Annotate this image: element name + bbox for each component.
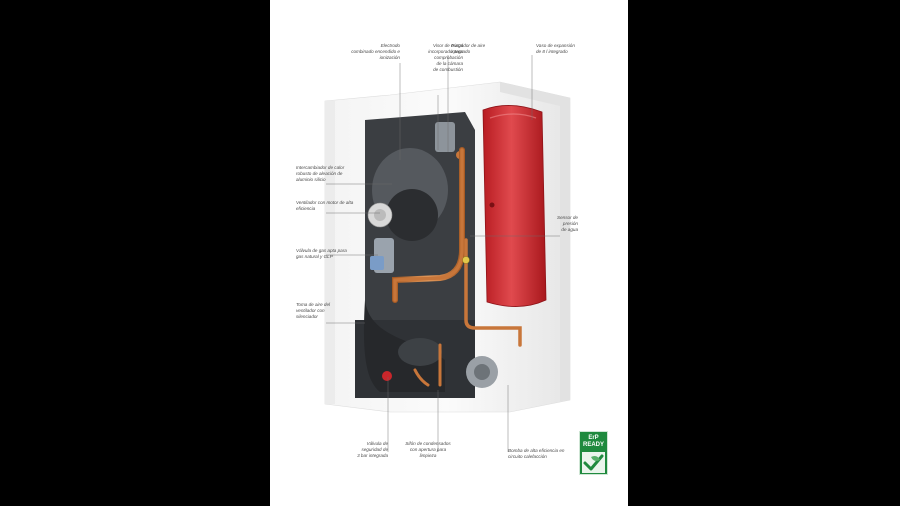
label-air-intake: Toma de aire del ventilador con silencia… [296,302,331,319]
ready-text: READY [582,442,604,448]
label-water-pressure: Sensor de presión de agua [557,215,578,232]
label-air-purge: Purgador de aire integrado [451,43,486,54]
leaf-check-icon [582,452,605,473]
label-fan: Ventilador con motor de alta eficiencia [296,200,354,211]
label-gas-valve: Válvula de gas apta para gas natural y G… [296,248,347,259]
label-safety-valve: Válvula de seguridad de 3 bar integrada [357,441,388,458]
label-glass-window: Visor de cristal incorporado para compro… [428,43,463,72]
label-expansion-vessel: Vaso de expansión de 8 l integrado [536,43,575,54]
expansion-vessel [482,105,547,307]
copper-pipes [392,147,522,387]
product-sheet: Electrodo combinado encendido e ionizaci… [270,0,628,506]
erp-ready-badge: ErP READY [579,431,608,475]
label-pump: Bomba de alta eficiencia en circuito cal… [508,448,565,459]
label-heat-exchanger: Intercambiador de calor robusto de aleac… [296,165,345,182]
label-electrode: Electrodo combinado encendido e ionizaci… [351,43,400,60]
boiler-interior [355,112,498,398]
leader-lines [326,55,560,452]
erp-ready-text: ErP READY [580,432,607,451]
erp-text: ErP [588,435,599,441]
boiler-illustration [324,55,571,452]
label-condensate-trap: Sifón de condensados con apertura para l… [405,441,451,458]
